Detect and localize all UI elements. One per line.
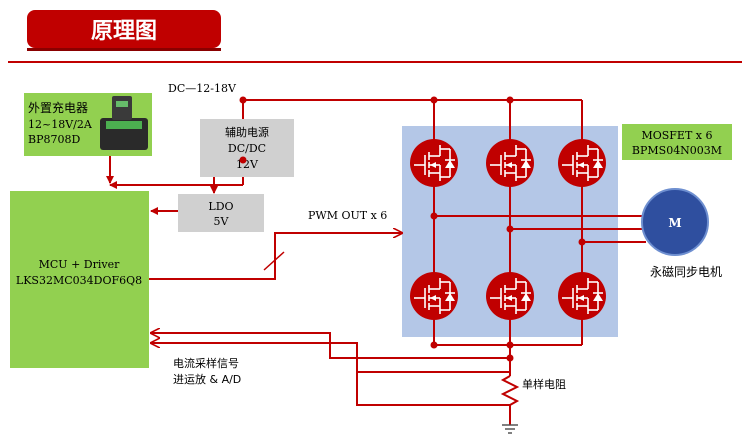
- motor-symbol: M: [668, 216, 681, 230]
- aux-dcdc-box: [200, 119, 294, 177]
- charger-icon: [100, 96, 148, 150]
- aux-dcdc-block: 辅助电源 DC/DC 12V: [200, 119, 294, 177]
- sense-label-line1: 电流采样信号: [173, 356, 239, 370]
- current-sense-wiring: [151, 333, 520, 425]
- external-charger: 外置充电器 12~18V/2A BP8708D: [24, 93, 152, 184]
- pmsm-motor: M 永磁同步电机: [641, 188, 722, 279]
- bus-slash-marker: [263, 251, 285, 271]
- motor-icon: [641, 188, 709, 256]
- mosfet-low-side-b: [485, 271, 535, 321]
- shunt-label: 单样电阻: [522, 377, 566, 391]
- shunt-resistor: [500, 375, 520, 406]
- ldo-voltage: 5V: [214, 215, 230, 228]
- mcu-box: [10, 191, 149, 368]
- mcu-driver-block: MCU + Driver LKS32MC034DOF6Q8: [10, 191, 149, 368]
- pwm-label: PWM OUT x 6: [308, 209, 387, 222]
- ldo-block: LDO 5V: [178, 194, 264, 232]
- supply-voltage-label: DC—12-18V: [168, 82, 237, 95]
- sense-label-line2: 进运放 & A/D: [173, 372, 241, 386]
- charger-title: 外置充电器: [28, 100, 88, 115]
- ldo-box: [178, 194, 264, 232]
- charger-rating: 12~18V/2A: [28, 118, 93, 131]
- ldo-title: LDO: [208, 200, 233, 213]
- aux-dcdc-title: 辅助电源: [225, 125, 269, 139]
- mosfet-high-side-a: [409, 138, 459, 188]
- mcu-title: MCU + Driver: [39, 258, 120, 271]
- page-title: 原理图: [91, 19, 157, 44]
- mcu-part-number: LKS32MC034DOF6Q8: [16, 274, 142, 287]
- ground-icon: [502, 424, 518, 434]
- junction-dots: [239, 96, 586, 362]
- mosfet-label-box: [622, 124, 732, 160]
- mosfet-part-number: BPMS04N003M: [632, 144, 722, 157]
- aux-dcdc-voltage: 12V: [236, 158, 259, 171]
- mosfet-label-block: MOSFET x 6 BPMS04N003M: [622, 124, 732, 160]
- mosfet-low-side-c: [557, 271, 607, 321]
- page-header: 原理图: [8, 10, 742, 63]
- mosfet-low-side-a: [409, 271, 459, 321]
- mosfet-count: MOSFET x 6: [641, 129, 712, 142]
- charger-model: BP8708D: [28, 133, 80, 146]
- pwm-bus: PWM OUT x 6: [149, 209, 402, 280]
- title-banner: [27, 10, 221, 48]
- mosfet-high-side-c: [557, 138, 607, 188]
- motor-label: 永磁同步电机: [650, 264, 722, 279]
- aux-dcdc-type: DC/DC: [228, 142, 266, 155]
- mosfet-high-side-b: [485, 138, 535, 188]
- title-banner-shadow: [27, 48, 221, 51]
